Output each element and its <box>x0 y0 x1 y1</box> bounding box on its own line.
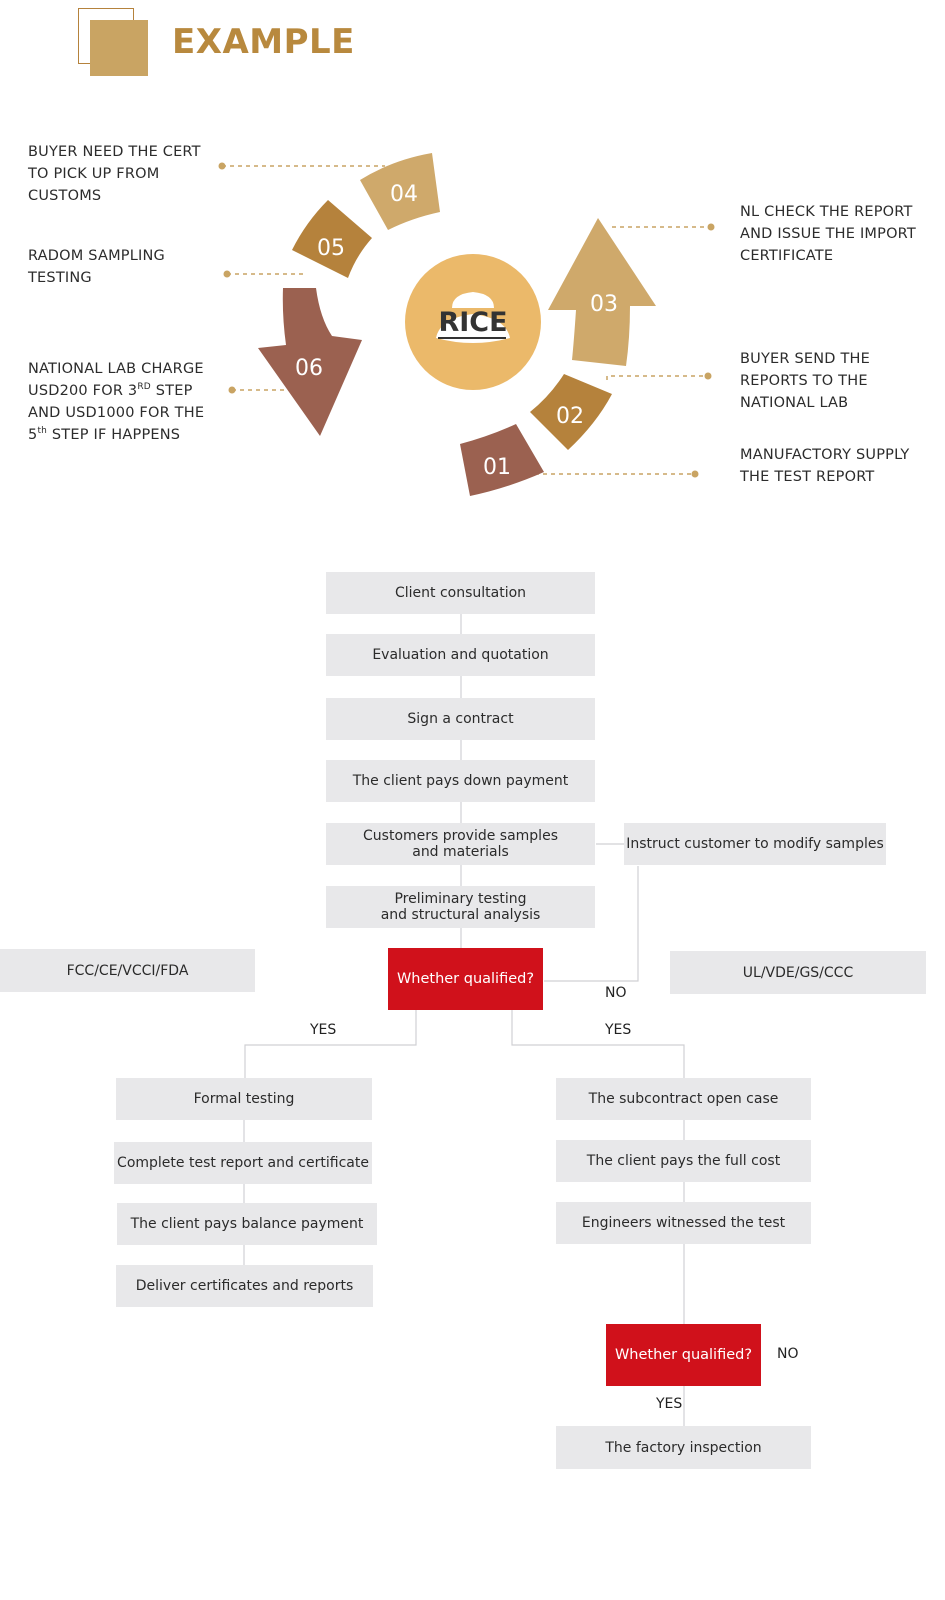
flow-step-down-payment: The client pays down payment <box>326 760 595 802</box>
standards-right: UL/VDE/GS/CCC <box>670 951 926 994</box>
flow-step-complete-report: Complete test report and certificate <box>114 1142 372 1184</box>
step-01-number: 01 <box>483 455 511 480</box>
center-label: RICE <box>438 307 507 338</box>
flow-step-balance-payment: The client pays balance payment <box>117 1203 377 1245</box>
step-05-number: 05 <box>317 236 345 261</box>
step-03-shape <box>548 218 656 366</box>
step-06-number: 06 <box>295 356 323 381</box>
flow-step-client-consultation: Client consultation <box>326 572 595 614</box>
flow-step-modify-samples: Instruct customer to modify samples <box>624 823 886 865</box>
flow-step-evaluation-quotation: Evaluation and quotation <box>326 634 595 676</box>
decision-qualified: Whether qualified? <box>388 948 543 1010</box>
flow-step-full-cost: The client pays the full cost <box>556 1140 811 1182</box>
label-no: NO <box>605 985 627 1001</box>
step-06-shape <box>258 288 362 436</box>
flow-step-factory-inspection: The factory inspection <box>556 1426 811 1469</box>
flow-step-formal-testing: Formal testing <box>116 1078 372 1120</box>
note-step-03: NL CHECK THE REPORT AND ISSUE THE IMPORT… <box>740 204 916 264</box>
step-02-number: 02 <box>556 404 584 429</box>
label-yes-right: YES <box>605 1022 632 1038</box>
standards-left: FCC/CE/VCCI/FDA <box>0 949 255 992</box>
note-step-04: BUYER NEED THE CERT TO PICK UP FROM CUST… <box>28 144 201 204</box>
label-yes-left: YES <box>310 1022 337 1038</box>
step-04-number: 04 <box>390 182 418 207</box>
flow-step-subcontract: The subcontract open case <box>556 1078 811 1120</box>
label-no-2: NO <box>777 1346 799 1362</box>
hard-hat-icon <box>436 292 510 343</box>
page-title: EXAMPLE <box>172 22 355 62</box>
note-step-06: NATIONAL LAB CHARGE USD200 FOR 3RD STEP … <box>28 361 205 443</box>
note-step-02: BUYER SEND THE REPORTS TO THE NATIONAL L… <box>740 351 870 411</box>
note-step-01: MANUFACTORY SUPPLY THE TEST REPORT <box>740 447 910 485</box>
step-01-shape <box>460 424 544 496</box>
step-05-shape <box>292 200 372 278</box>
step-03-number: 03 <box>590 292 618 317</box>
step-04-shape <box>360 153 440 230</box>
cycle-diagram: 04 05 06 03 02 01 RICE <box>218 153 715 496</box>
label-yes-2: YES <box>656 1396 683 1412</box>
header-logo <box>78 8 148 76</box>
flow-step-deliver-certificates: Deliver certificates and reports <box>116 1265 373 1307</box>
flow-step-engineers-witnessed: Engineers witnessed the test <box>556 1202 811 1244</box>
note-step-05: RADOM SAMPLING TESTING <box>28 248 165 286</box>
decision-qualified-2: Whether qualified? <box>606 1324 761 1386</box>
flow-step-sign-contract: Sign a contract <box>326 698 595 740</box>
step-02-shape <box>530 374 612 450</box>
